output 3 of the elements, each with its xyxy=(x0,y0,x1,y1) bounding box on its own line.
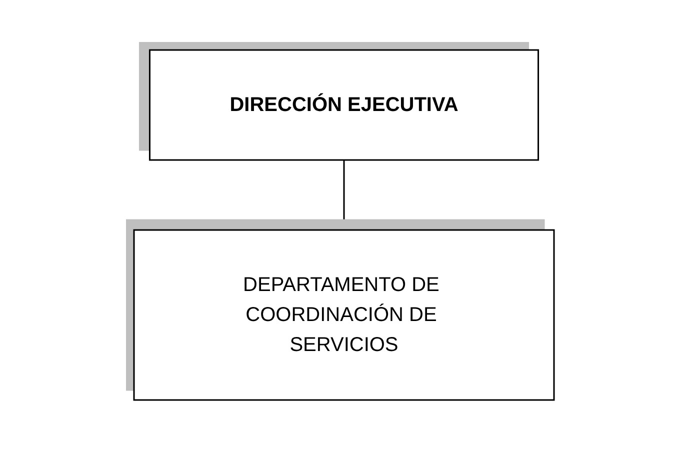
connector xyxy=(343,158,345,230)
node-box: DEPARTAMENTO DE COORDINACIÓN DE SERVICIOS xyxy=(133,228,555,400)
node-box: DIRECCIÓN EJECUTIVA xyxy=(148,48,540,160)
